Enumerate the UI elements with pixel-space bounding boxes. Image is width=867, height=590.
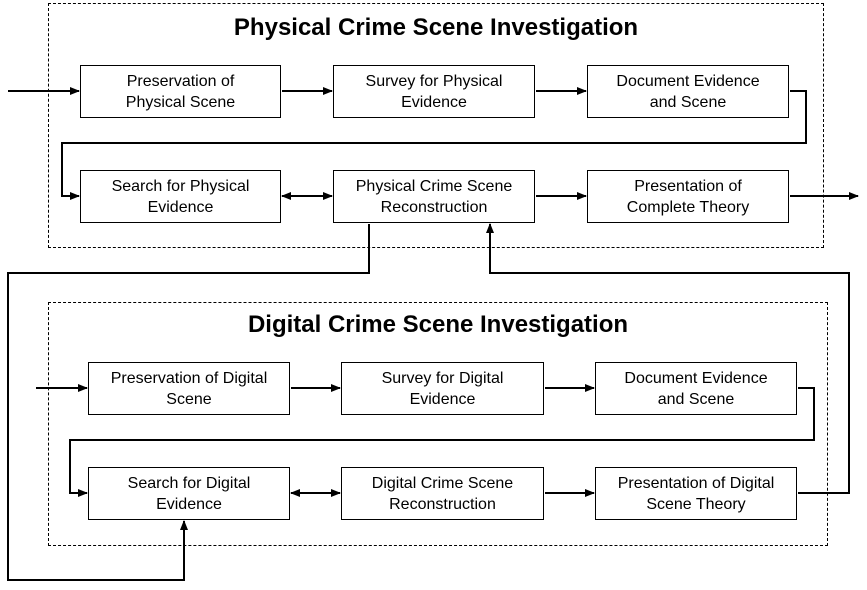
digital-survey-box: Survey for Digital Evidence bbox=[341, 362, 544, 415]
physical-document-box: Document Evidence and Scene bbox=[587, 65, 789, 118]
physical-survey-label: Survey for Physical Evidence bbox=[365, 72, 503, 111]
physical-investigation-section: Physical Crime Scene Investigation bbox=[48, 3, 824, 248]
digital-section-title: Digital Crime Scene Investigation bbox=[247, 311, 629, 338]
physical-document-label: Document Evidence and Scene bbox=[616, 72, 760, 111]
physical-preservation-box: Preservation of Physical Scene bbox=[80, 65, 281, 118]
digital-search-label: Search for Digital Evidence bbox=[127, 474, 251, 513]
digital-preservation-box: Preservation of Digital Scene bbox=[88, 362, 290, 415]
digital-search-box: Search for Digital Evidence bbox=[88, 467, 290, 520]
physical-search-label: Search for Physical Evidence bbox=[111, 177, 250, 216]
digital-survey-label: Survey for Digital Evidence bbox=[381, 369, 504, 408]
digital-document-box: Document Evidence and Scene bbox=[595, 362, 797, 415]
digital-reconstruction-box: Digital Crime Scene Reconstruction bbox=[341, 467, 544, 520]
physical-presentation-box: Presentation of Complete Theory bbox=[587, 170, 789, 223]
digital-document-label: Document Evidence and Scene bbox=[624, 369, 768, 408]
physical-reconstruction-box: Physical Crime Scene Reconstruction bbox=[333, 170, 535, 223]
physical-survey-box: Survey for Physical Evidence bbox=[333, 65, 535, 118]
digital-presentation-box: Presentation of Digital Scene Theory bbox=[595, 467, 797, 520]
physical-reconstruction-label: Physical Crime Scene Reconstruction bbox=[355, 177, 513, 216]
digital-presentation-label: Presentation of Digital Scene Theory bbox=[617, 474, 775, 513]
physical-search-box: Search for Physical Evidence bbox=[80, 170, 281, 223]
physical-section-title: Physical Crime Scene Investigation bbox=[233, 14, 639, 41]
digital-preservation-label: Preservation of Digital Scene bbox=[110, 369, 268, 408]
physical-presentation-label: Presentation of Complete Theory bbox=[626, 177, 750, 216]
digital-reconstruction-label: Digital Crime Scene Reconstruction bbox=[371, 474, 514, 513]
physical-preservation-label: Preservation of Physical Scene bbox=[125, 72, 236, 111]
